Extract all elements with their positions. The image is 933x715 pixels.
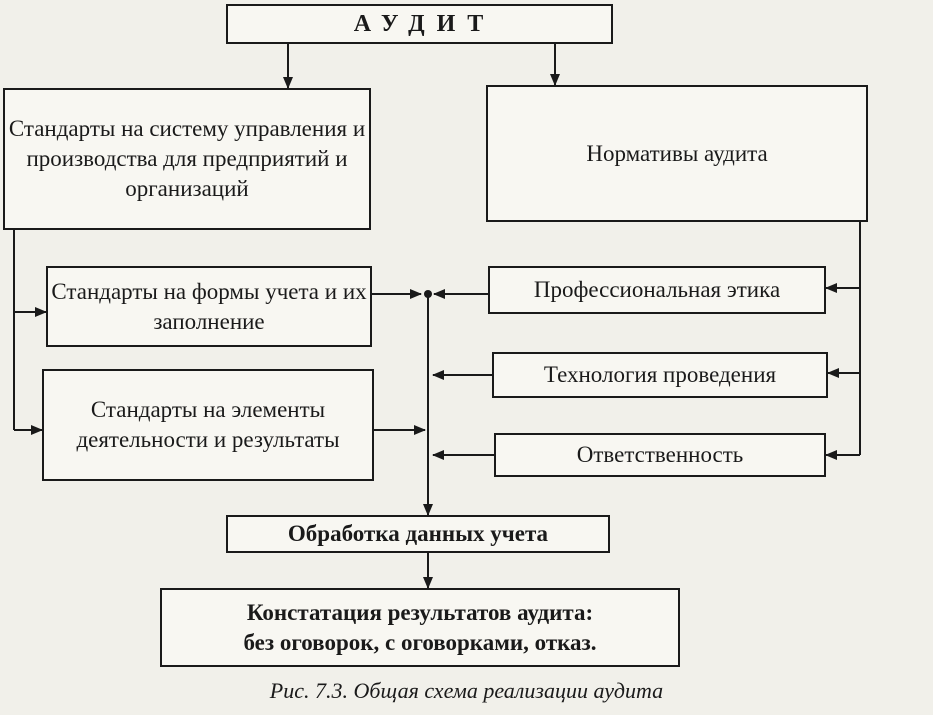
- conduct-technology-label: Технология проведения: [543, 362, 777, 387]
- data-processing-box: Обработка данных учета: [226, 515, 610, 553]
- audit-results-line1: Констатация результатов аудита:: [246, 599, 594, 625]
- management-standards-label: Стандарты на систему управления и произв…: [8, 116, 366, 201]
- audit-results-box: Констатация результатов аудита: без огов…: [160, 588, 680, 667]
- activity-elements-standards-box: Стандарты на элементы деятельности и рез…: [42, 369, 374, 481]
- professional-ethics-label: Профессиональная этика: [533, 277, 781, 302]
- professional-ethics-box: Профессиональная этика: [488, 266, 826, 314]
- activity-elements-standards-label: Стандарты на элементы деятельности и рез…: [76, 397, 340, 452]
- responsibility-box: Ответственность: [494, 433, 826, 477]
- audit-results-line2: без оговорок, с оговорками, отказ.: [243, 629, 597, 655]
- accounting-forms-standards-box: Стандарты на формы учета и их заполнение: [46, 266, 372, 347]
- audit-norms-box: Нормативы аудита: [486, 85, 868, 222]
- junction-dot: [424, 290, 432, 298]
- data-processing-label: Обработка данных учета: [287, 521, 549, 546]
- responsibility-label: Ответственность: [576, 442, 744, 467]
- accounting-forms-standards-label: Стандарты на формы учета и их заполнение: [51, 278, 367, 334]
- audit-title-box: АУДИТ: [226, 4, 613, 44]
- audit-norms-label: Нормативы аудита: [586, 140, 768, 166]
- figure-caption: Рис. 7.3. Общая схема реализации аудита: [269, 678, 664, 703]
- management-standards-box: Стандарты на систему управления и произв…: [3, 88, 371, 230]
- audit-title: АУДИТ: [353, 11, 496, 37]
- conduct-technology-box: Технология проведения: [492, 352, 828, 398]
